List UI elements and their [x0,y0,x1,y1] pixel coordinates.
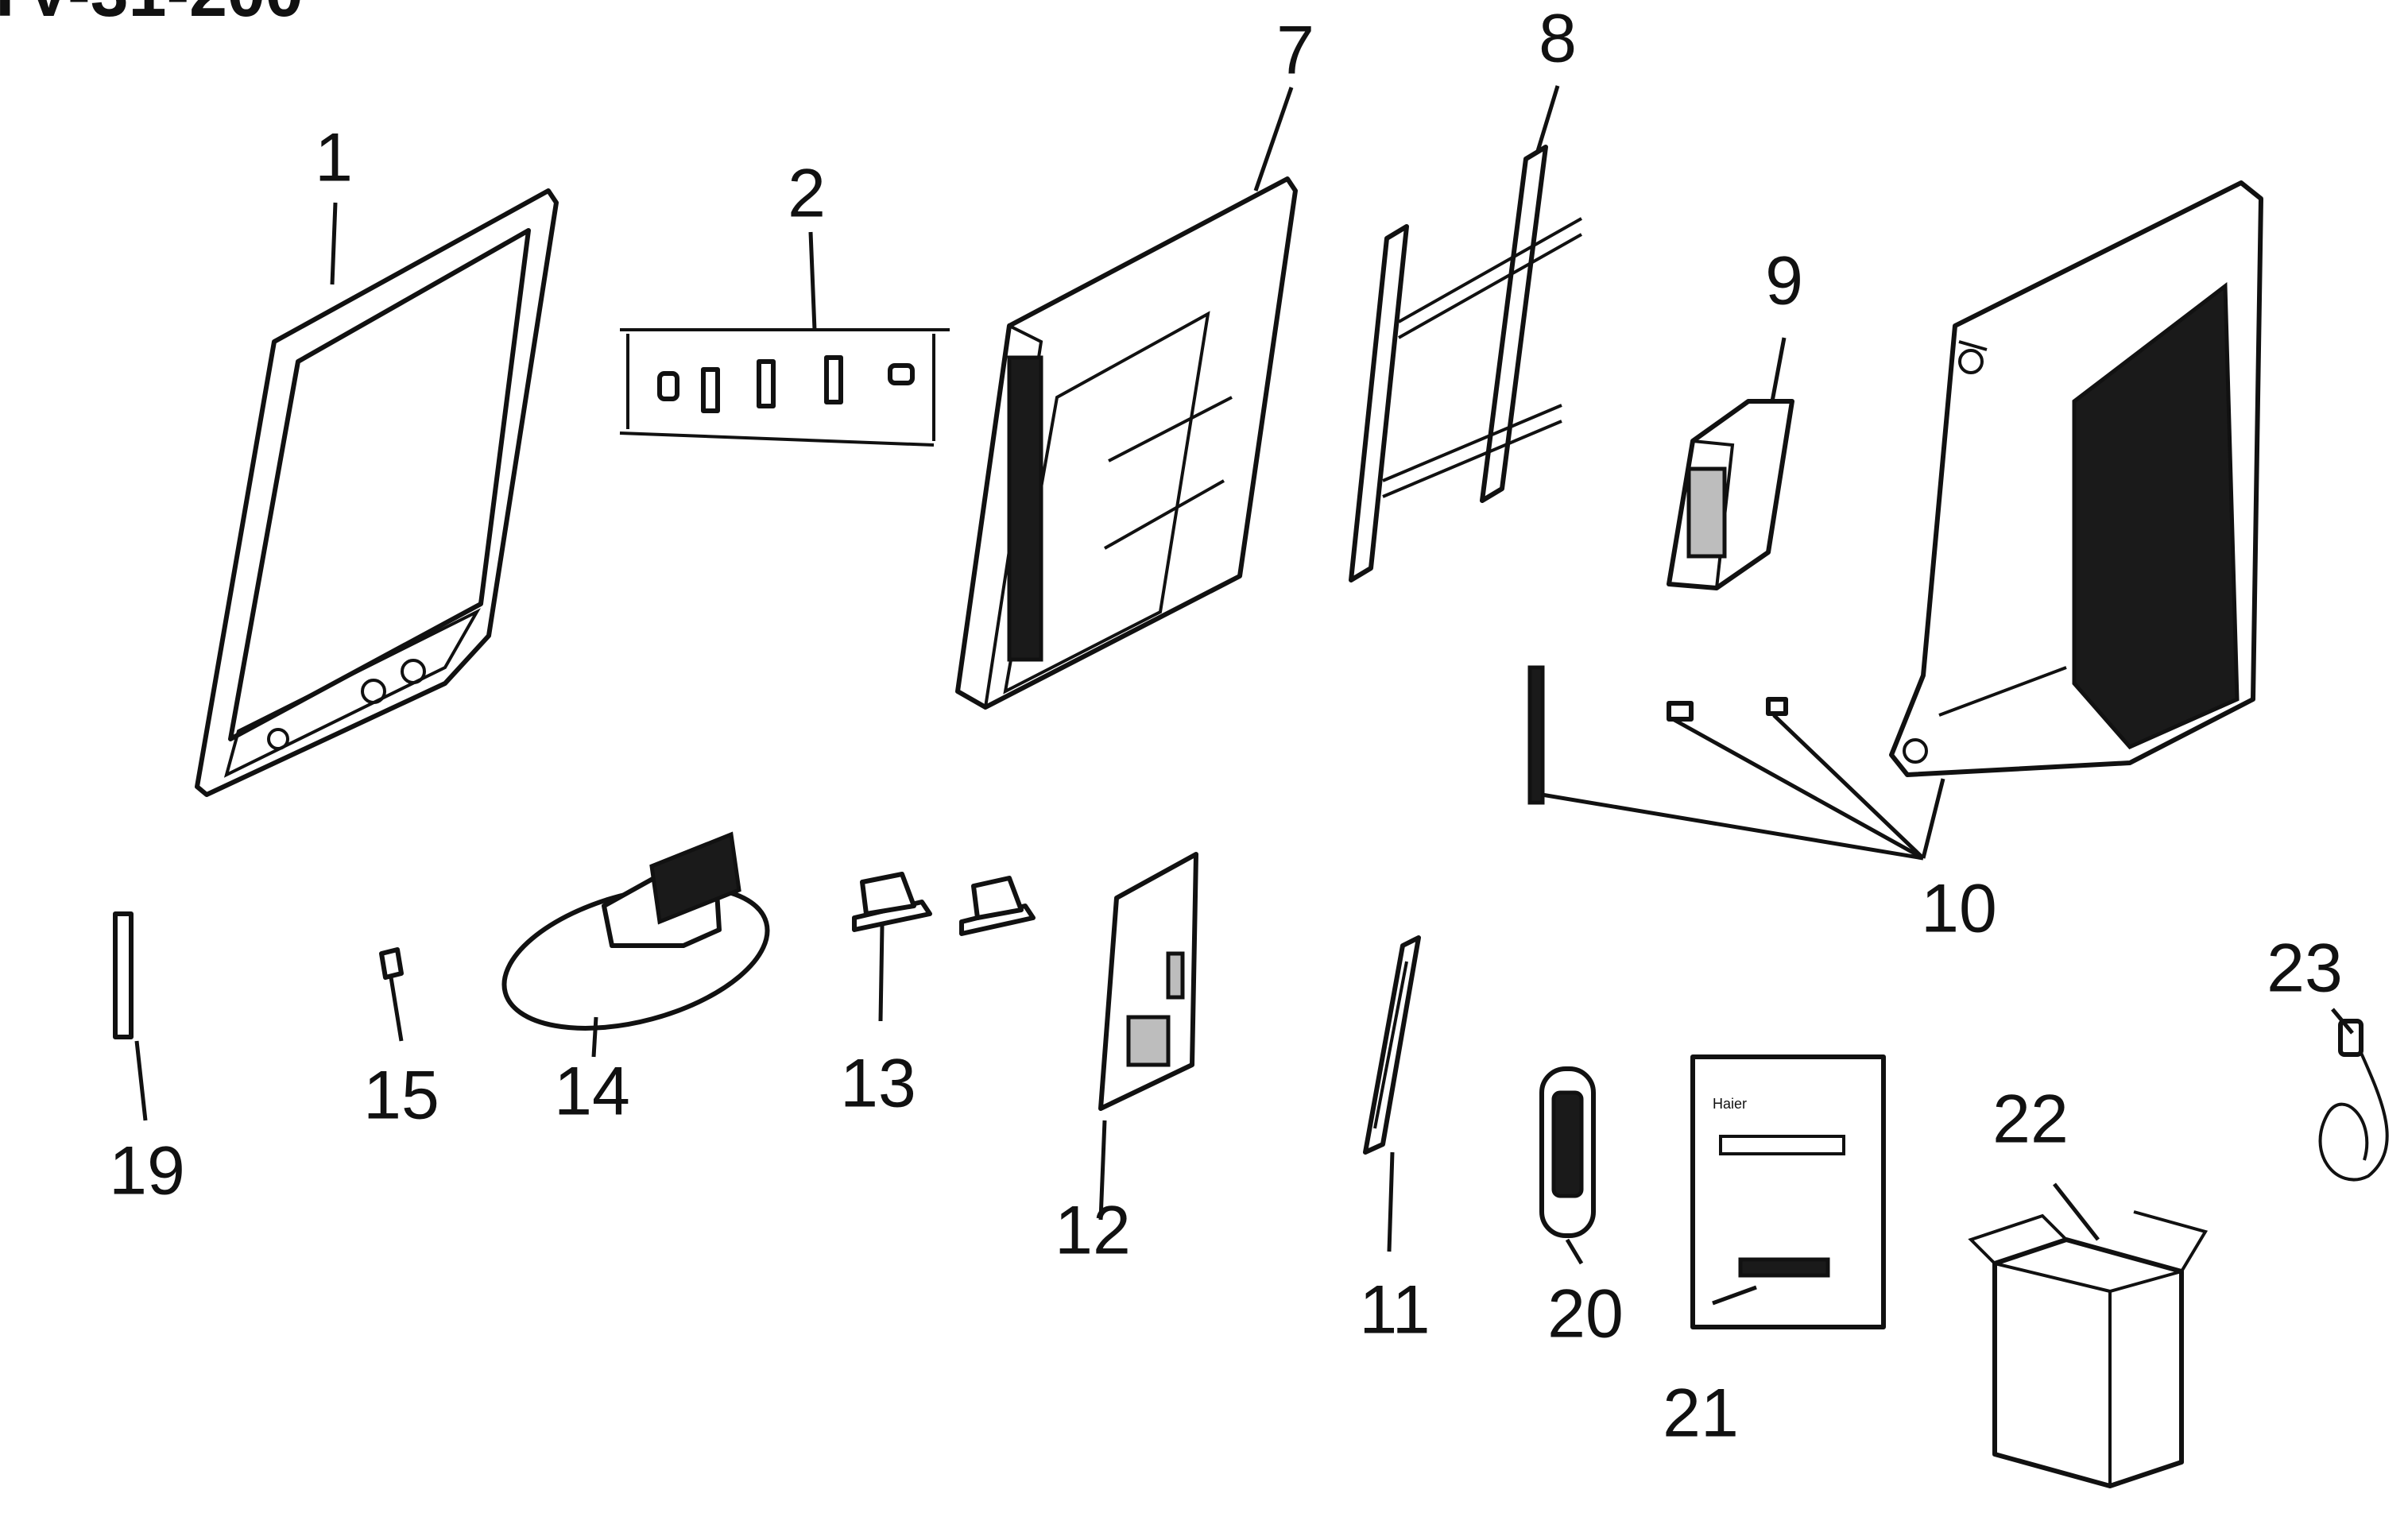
part-22-box [1968,1210,2209,1488]
callout-23: 23 [2267,931,2343,1007]
callout-10: 10 [1921,871,1997,947]
callout-2: 2 [788,156,826,232]
part-12-main-board [1098,852,1198,1111]
part-11-control-board [1363,935,1421,1155]
callout-12: 12 [1055,1193,1131,1269]
part-2-button-set [619,328,950,447]
callout-9: 9 [1765,243,1803,319]
part-9-power-module [1667,399,1794,590]
part-23-power-cord [2318,1019,2389,1182]
callout-22: 22 [1992,1082,2069,1158]
manual-brand-text: Haier [1713,1096,1747,1112]
part-20-remote-control [1539,1066,1596,1238]
callout-1: 1 [315,120,353,196]
callout-11: 11 [1359,1272,1430,1349]
callout-13: 13 [840,1046,916,1122]
callout-15: 15 [363,1058,439,1134]
model-number-header: TV-31-200 [0,0,304,31]
callout-14: 14 [554,1054,630,1130]
part-14-stand-base [501,831,770,1031]
callout-8: 8 [1539,1,1577,77]
callout-20: 20 [1547,1276,1624,1352]
part-7-lcd-panel [955,176,1298,710]
part-19-small-board [113,911,134,1039]
part-21-manual: Haier [1690,1054,1886,1329]
part-10-rear-cabinet [1527,180,2263,805]
callout-labels: 1 2 7 8 9 10 11 12 13 14 15 19 20 21 22 … [109,1,2343,1452]
leader-lines [134,85,2354,1306]
part-13-hinges [852,872,1036,936]
part-15-screw [379,947,404,980]
part-8-mount-bracket [1349,145,1582,582]
callout-21: 21 [1663,1376,1739,1452]
part-1-front-bezel [195,188,559,797]
callout-7: 7 [1276,13,1314,89]
callout-19: 19 [109,1133,185,1209]
